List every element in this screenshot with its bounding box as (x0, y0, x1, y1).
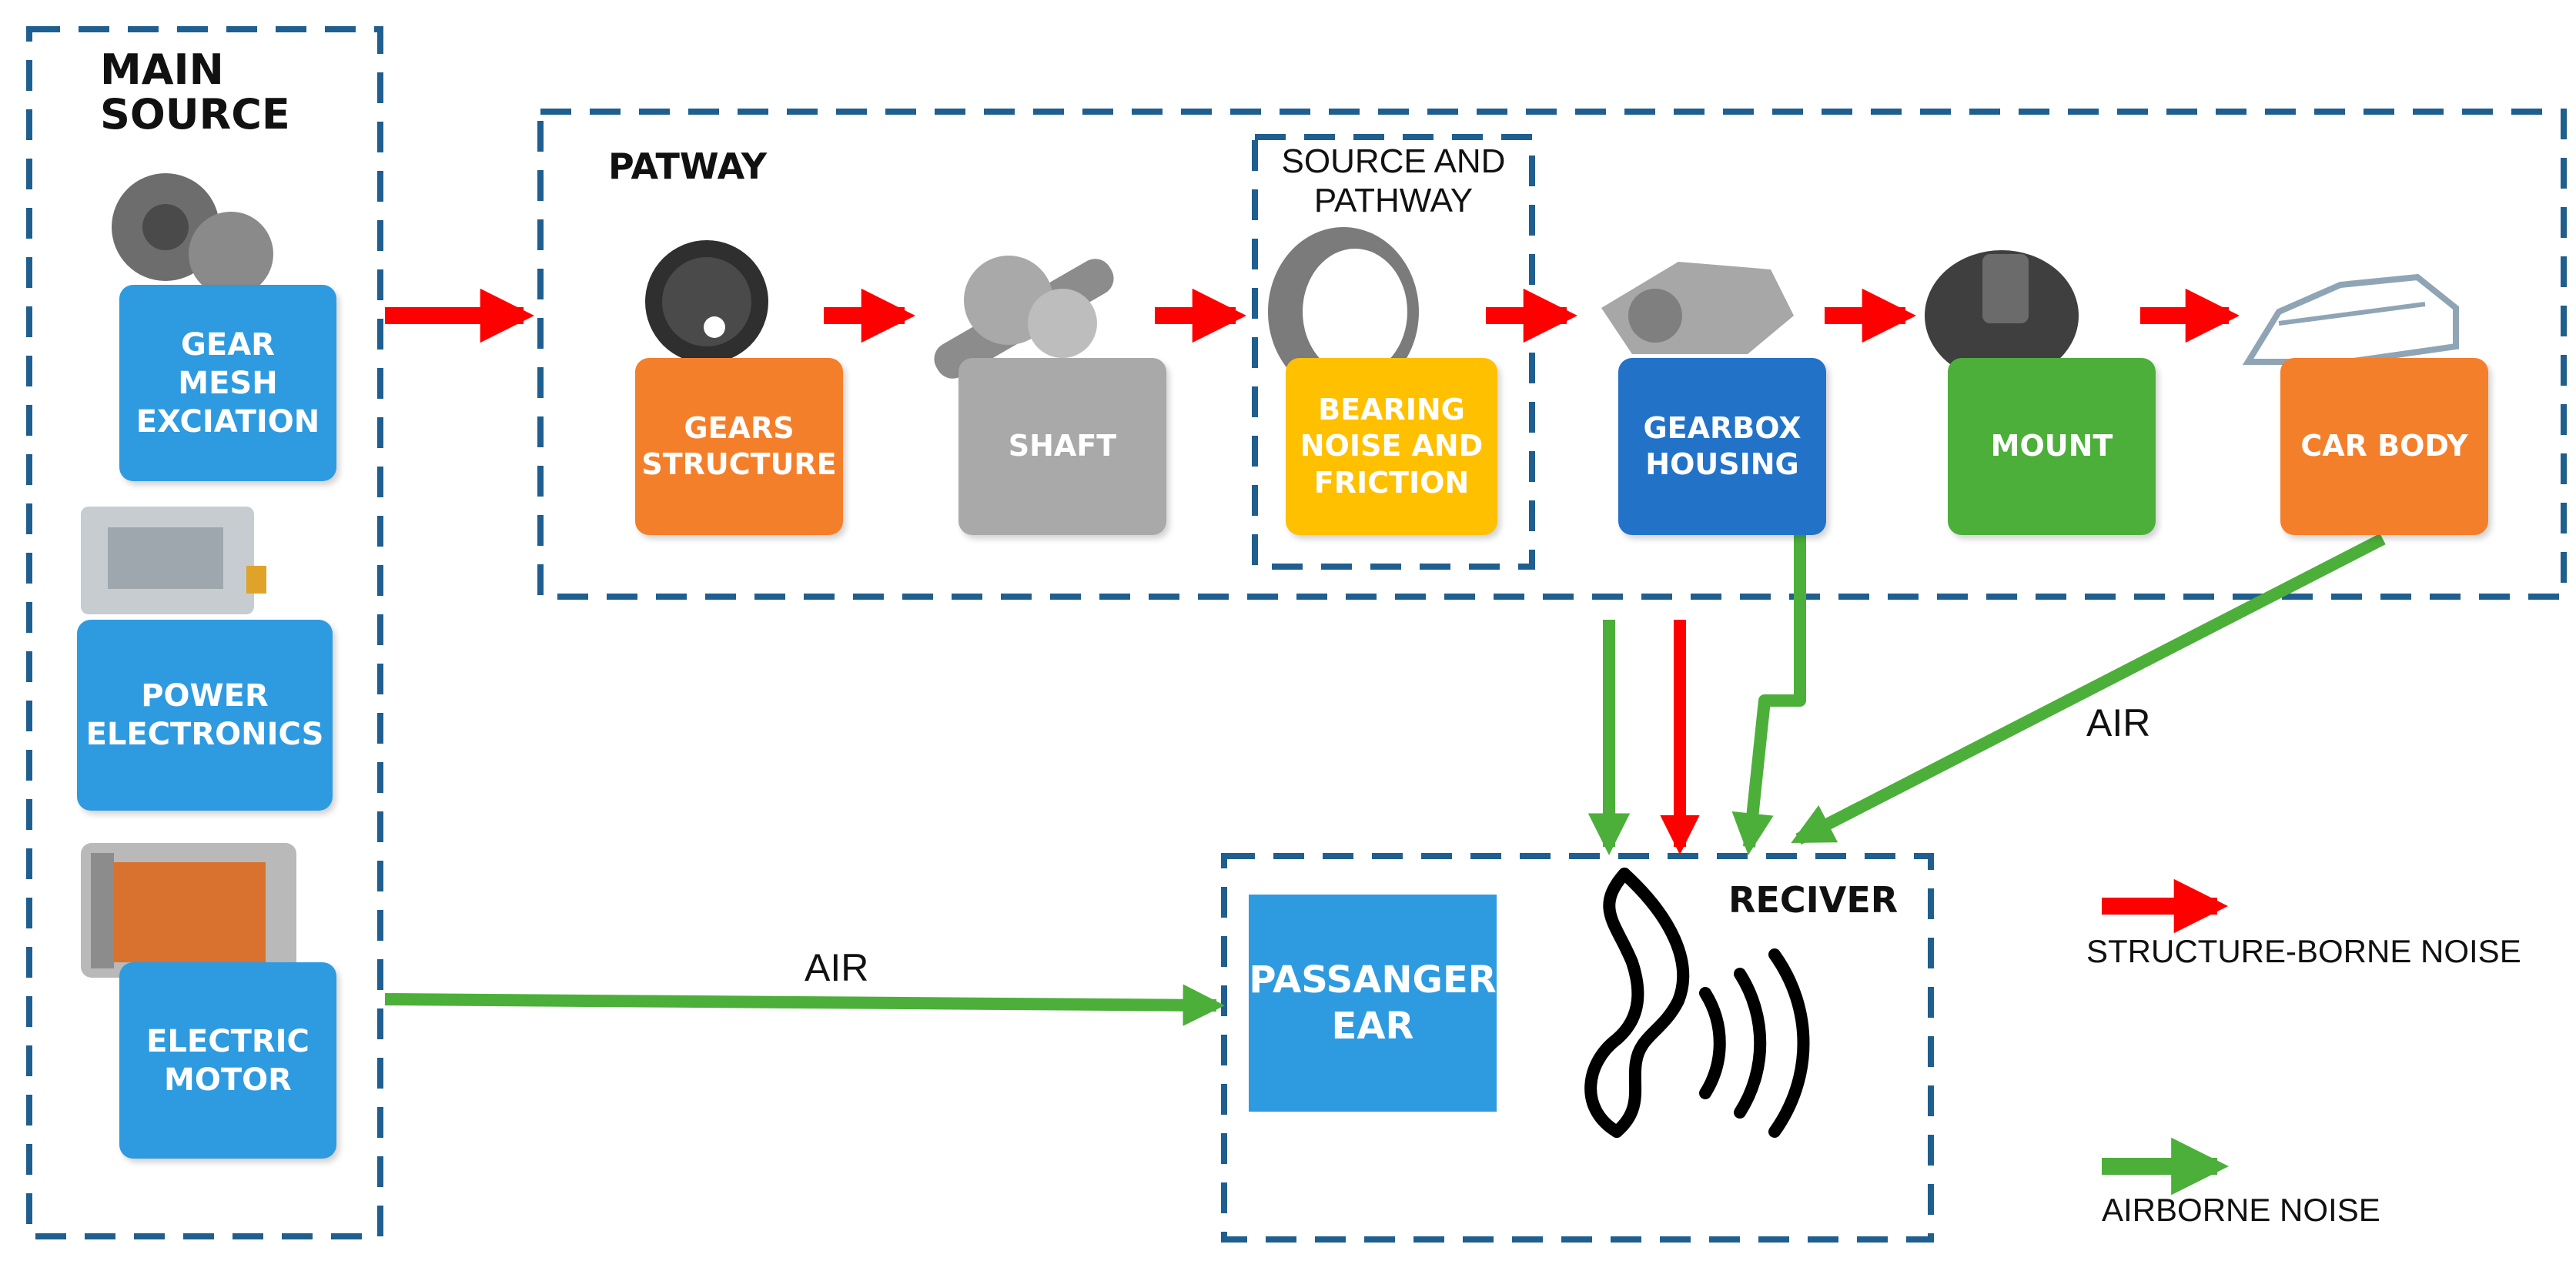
bearing-image (1268, 227, 1419, 396)
gear-mesh-node: GEAR MESH EXCIATION (119, 285, 336, 481)
arrow-air-housing-to-ear (1731, 531, 1806, 855)
shaft-node: SHAFT (958, 358, 1166, 535)
power-electronics-image (81, 507, 266, 614)
bearing-node: BEARING NOISE AND FRICTION (1286, 358, 1497, 535)
passenger-ear-node: PASSANGER EAR (1249, 895, 1497, 1112)
car-body-node: CAR BODY (2280, 358, 2488, 535)
mount-image (1925, 250, 2079, 381)
source-and-pathway-box (1252, 134, 1535, 570)
electric-motor-image (81, 843, 296, 978)
main-source-title: MAIN SOURCE (100, 45, 290, 139)
gearset-image (112, 173, 273, 296)
gearbox-housing-node: GEARBOX HOUSING (1618, 358, 1826, 535)
gears-structure-node: GEARS STRUCTURE (635, 358, 843, 535)
gearbox-housing-image (1601, 262, 1794, 354)
legend-structure-borne-label: STRUCTURE-BORNE NOISE (2086, 933, 2521, 969)
air-label-motor: AIR (805, 946, 869, 989)
car-body-image (2242, 273, 2459, 365)
air-label-carbody: AIR (2086, 701, 2151, 744)
ear-icon (1584, 868, 1810, 1138)
pathway-box (537, 109, 2567, 600)
source-and-pathway-title: SOURCE AND PATHWAY (1281, 142, 1506, 219)
main-source-box (26, 26, 383, 1239)
receiver-box (1221, 853, 1934, 1243)
gear-image (645, 240, 768, 363)
legend-airborne-label: AIRBORNE NOISE (2102, 1192, 2380, 1228)
power-electronics-node: POWER ELECTRONICS (77, 620, 333, 811)
mount-node: MOUNT (1948, 358, 2156, 535)
shaft-image (934, 256, 1114, 379)
receiver-title: RECIVER (1728, 879, 1899, 921)
arrow-air-carbody-to-ear (1791, 533, 2386, 845)
pathway-title: PATWAY (608, 145, 768, 187)
electric-motor-node: ELECTRIC MOTOR (119, 962, 336, 1159)
arrow-air-motor-to-ear (384, 984, 1225, 1026)
